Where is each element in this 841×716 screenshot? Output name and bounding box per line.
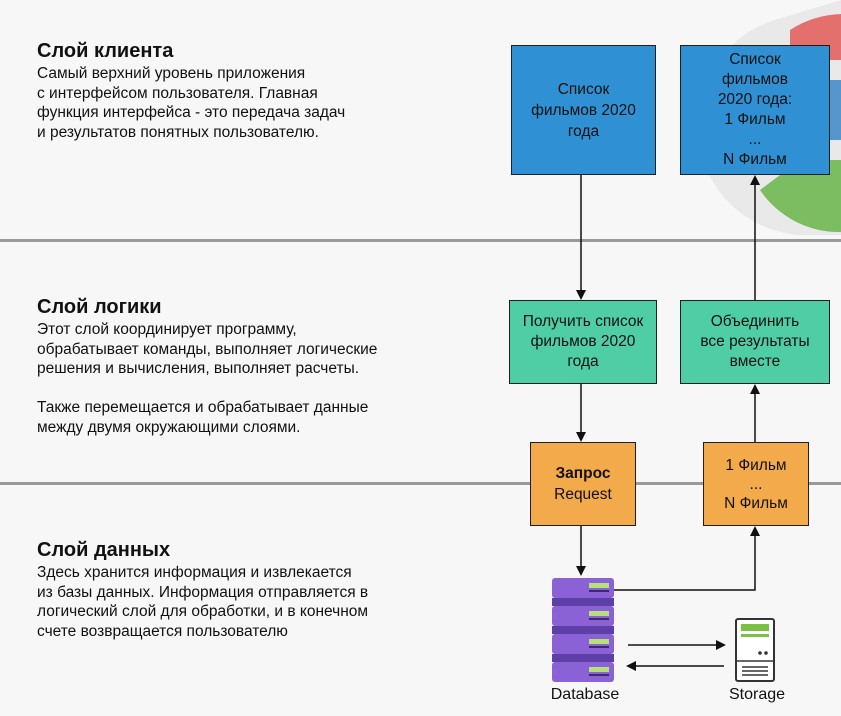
arrow-database-to-response [612, 526, 760, 591]
request-subtitle: Request [554, 486, 612, 503]
client-layer-description: Самый верхний уровень приложения с интер… [37, 65, 346, 141]
logic-merge-box: Объединить все результаты вместе [680, 300, 830, 384]
database-label: Database [550, 686, 620, 703]
request-title: Запрос [555, 465, 611, 482]
logic-layer-description: Этот слой координирует программу, обраба… [37, 321, 378, 436]
data-layer-title: Слой данных [37, 539, 171, 561]
logic-layer-title: Слой логики [37, 296, 162, 318]
database-icon [552, 578, 614, 682]
client-result-box: Список фильмов 2020 года: 1 Фильм ... N … [680, 45, 830, 175]
client-layer-title: Слой клиента [37, 40, 174, 62]
response-box: 1 Фильм ... N Фильм [703, 442, 809, 526]
data-layer-description: Здесь хранится информация и извлекается … [37, 564, 369, 640]
logic-get-box: Получить список фильмов 2020 года [509, 300, 657, 384]
request-box: Запрос Request [530, 442, 636, 526]
divider-logic-data [0, 482, 841, 485]
divider-client-logic [0, 239, 841, 242]
storage-icon [735, 618, 775, 682]
client-request-box: Список фильмов 2020 года [511, 45, 656, 175]
storage-label: Storage [728, 686, 786, 703]
